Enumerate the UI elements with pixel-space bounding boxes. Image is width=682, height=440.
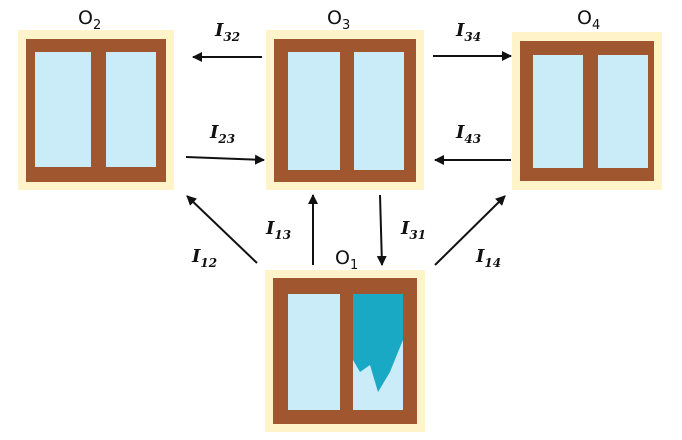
label-i13: I13	[265, 218, 291, 242]
arrow-i12	[186, 195, 258, 264]
label-o3: O3	[327, 7, 350, 33]
label-i23: I23	[209, 122, 235, 146]
glass-pane-left	[288, 52, 340, 170]
label-o2: O2	[78, 7, 101, 33]
window-o4	[512, 32, 662, 190]
arrow-i14	[434, 195, 506, 266]
arrow-i31	[376, 194, 387, 266]
broken-glass-shard	[353, 294, 403, 392]
glass-pane-right	[106, 52, 156, 167]
label-o1: O1	[335, 247, 358, 273]
label-i43: I43	[455, 122, 481, 146]
window-o3	[266, 30, 424, 190]
glass-pane-right	[354, 52, 404, 170]
label-i34: I34	[455, 20, 481, 44]
label-i14: I14	[475, 246, 501, 270]
glass-pane-left	[35, 52, 91, 167]
label-i12: I12	[191, 246, 217, 270]
glass-pane-left	[288, 294, 340, 410]
glass-pane-right	[598, 55, 648, 168]
window-o2	[18, 30, 174, 190]
label-i32: I32	[214, 20, 240, 44]
glass-pane-left	[533, 55, 583, 168]
arrow-i23	[185, 154, 265, 165]
window-o1	[265, 270, 425, 432]
label-o4: O4	[577, 7, 600, 33]
label-i31: I31	[400, 218, 426, 242]
